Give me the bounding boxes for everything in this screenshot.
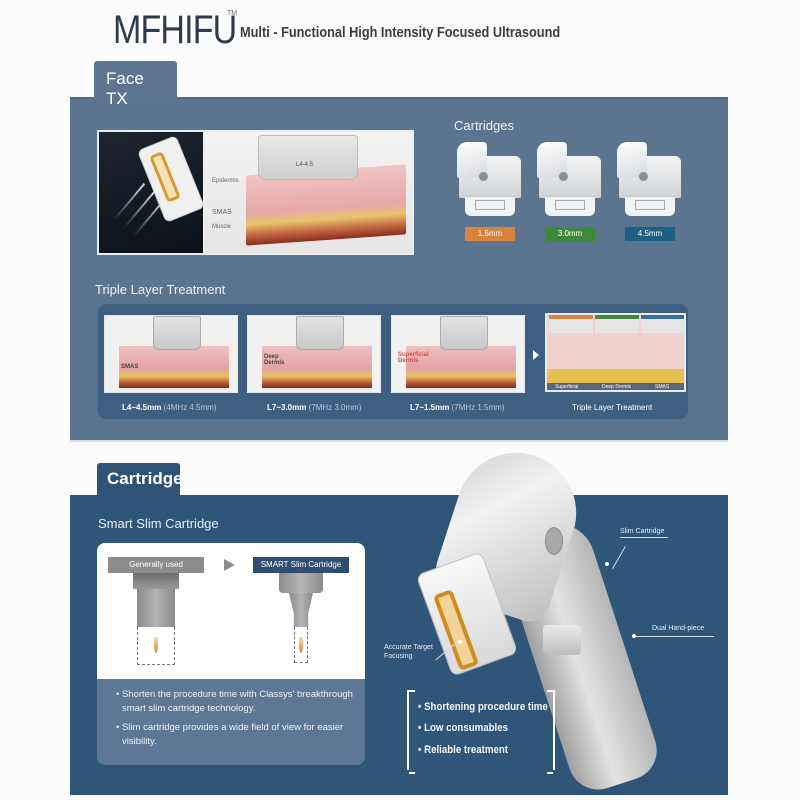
- arrow-right-icon: [224, 559, 235, 571]
- cartridge-3-0mm: [537, 142, 603, 216]
- features-bracket: [407, 690, 555, 774]
- handpiece-button-icon: [545, 527, 563, 555]
- treatment-image-superficial-dermis: Superficial Dermis: [391, 315, 525, 393]
- callout-dot: [458, 640, 462, 644]
- device-label: L4-4.5: [296, 162, 314, 168]
- trademark-mark: TM: [227, 10, 238, 17]
- layer-label-epidermis: Epidermis: [212, 178, 239, 184]
- callout-slim-cartridge: Slim Cartridge: [620, 528, 665, 535]
- brand-title: MFHIFU: [113, 8, 237, 52]
- page-subtitle: Multi - Functional High Intensity Focuse…: [240, 24, 561, 41]
- field-of-view-outline: [137, 627, 175, 665]
- section-divider: [70, 440, 728, 442]
- cartridge-on-skin-icon: [258, 135, 358, 180]
- callout-dual-handpiece: Dual Hand-piece: [652, 625, 705, 632]
- callout-line: [634, 636, 714, 637]
- treatment-caption-l7-1-5: L7~1.5mm (7MHz 1.5mm): [410, 403, 505, 412]
- depth-badge-4-5mm: 4.5mm: [625, 227, 675, 241]
- callout-line: [620, 537, 668, 538]
- callout-dot: [632, 634, 636, 638]
- generally-used-label: Generally used: [108, 557, 204, 573]
- triple-layer-result-image: Superficial Deep Dermis SMAS: [545, 313, 686, 392]
- feature-item: • Reliable treatment: [418, 744, 509, 756]
- feature-item: • Shortening procedure time: [418, 701, 548, 713]
- arrow-right-icon: [533, 350, 539, 360]
- callout-accurate-focusing: Accurate Target Focusing: [384, 644, 433, 660]
- tab-cartridge: Cartridge: [97, 463, 183, 497]
- cartridge-bullets: • Shorten the procedure time with Classy…: [114, 688, 354, 754]
- tab-face-tx: Face TX: [94, 61, 177, 108]
- focus-point-icon: [154, 637, 158, 653]
- treatment-image-deep-dermis: Deep Dermis: [247, 315, 381, 393]
- standard-cartridge-icon: [133, 573, 179, 589]
- treatment-caption-l7-3: L7~3.0mm (7MHz 3.0mm): [267, 403, 362, 412]
- handpiece-clip: [543, 625, 581, 655]
- smart-slim-label: SMART Slim Cartridge: [253, 557, 349, 573]
- treatment-caption-l4: L4~4.5mm (4MHz 4.5mm): [122, 403, 217, 412]
- bullet-item: • Shorten the procedure time with Classy…: [116, 689, 353, 714]
- smart-slim-title: Smart Slim Cartridge: [98, 516, 219, 531]
- layer-label-smas: SMAS: [212, 209, 232, 216]
- triple-layer-caption: Triple Layer Treatment: [572, 403, 653, 412]
- feature-item: • Low consumables: [418, 722, 509, 734]
- bullet-item: • Slim cartridge provides a wide field o…: [116, 722, 344, 747]
- focus-point-icon: [299, 637, 303, 653]
- treatment-image-smas: SMAS: [104, 315, 238, 393]
- standard-cartridge-body: [137, 589, 175, 627]
- field-of-view-outline: [294, 627, 308, 663]
- cartridge-4-5mm: [617, 142, 683, 216]
- layer-label-muscle: Muscle: [212, 224, 232, 230]
- triple-layer-title: Triple Layer Treatment: [95, 282, 226, 297]
- cartridges-title: Cartridges: [454, 118, 514, 133]
- callout-dot: [605, 562, 609, 566]
- depth-badge-3-0mm: 3.0mm: [545, 227, 595, 241]
- slim-cartridge-icon: [279, 573, 323, 593]
- depth-badge-1-5mm: 1.5mm: [465, 227, 515, 241]
- cartridge-1-5mm: [457, 142, 523, 216]
